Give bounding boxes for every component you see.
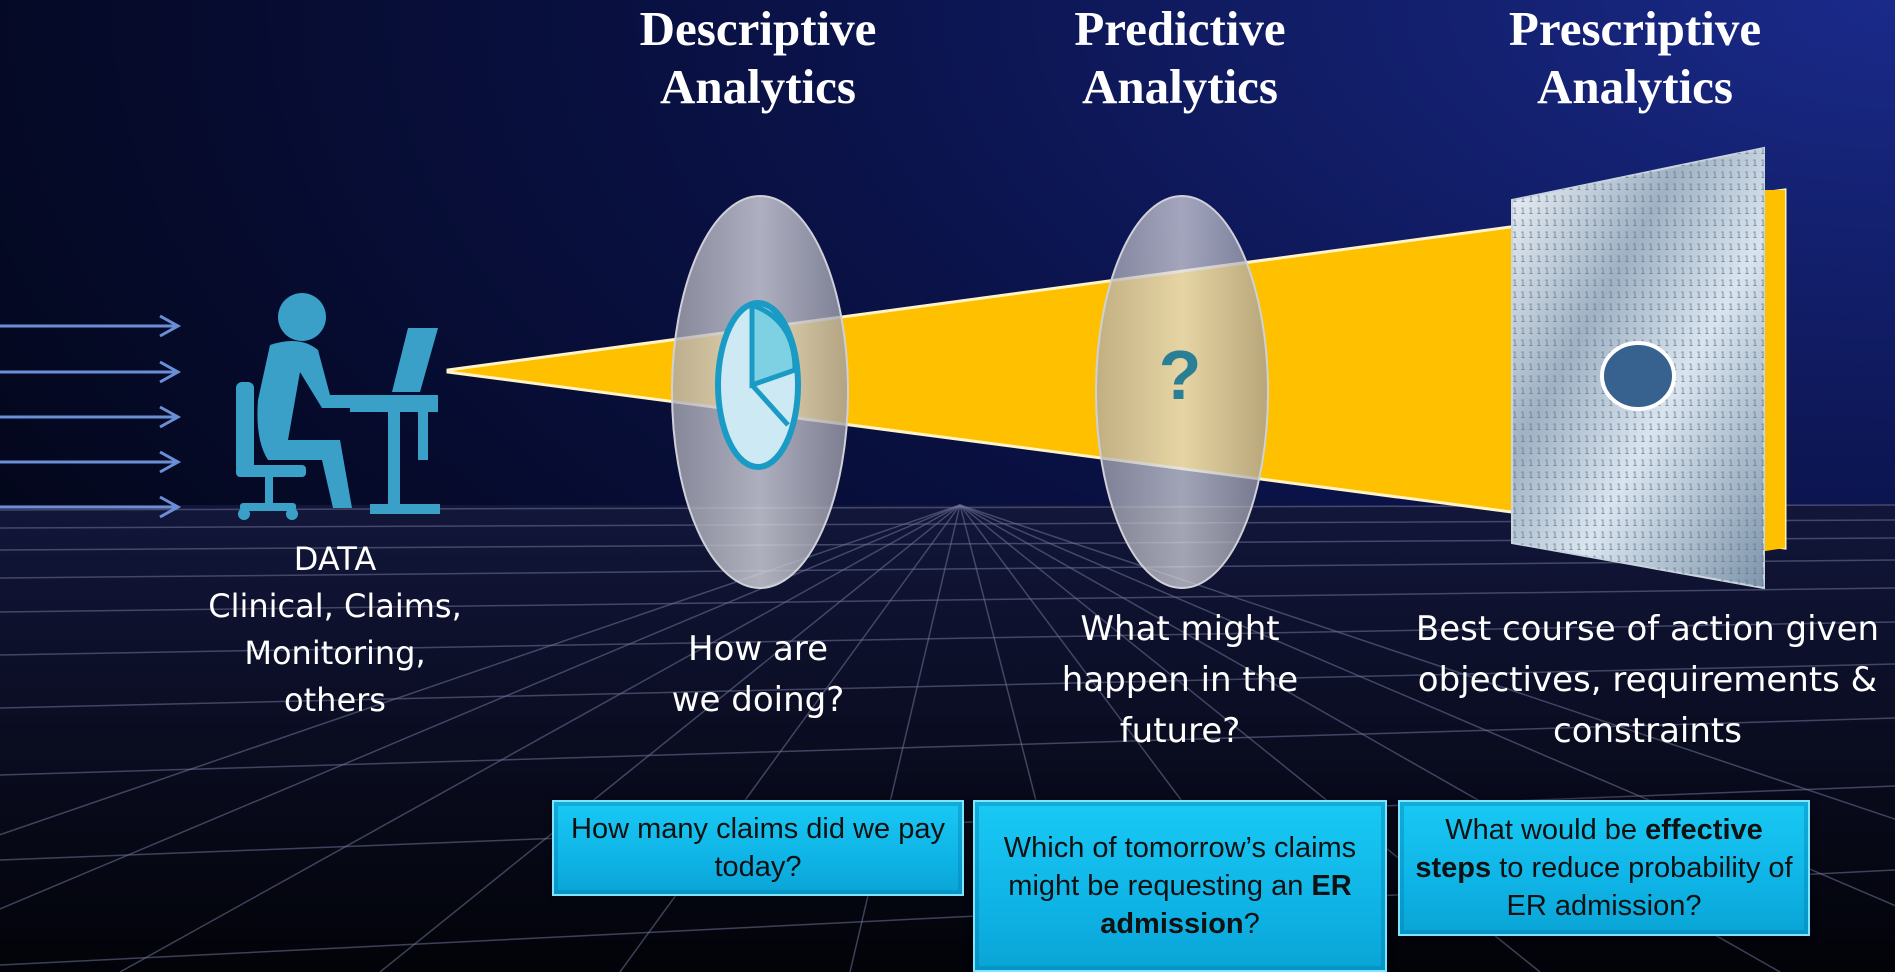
- descriptive-title: Descriptive Analytics: [548, 0, 968, 116]
- descriptive-title-line2: Analytics: [660, 59, 856, 114]
- descriptive-example-box: How many claims did we pay today?: [552, 800, 964, 896]
- input-arrows: [0, 314, 182, 519]
- prescriptive-caption: Best course of action given objectives, …: [1400, 604, 1895, 757]
- predictive-title-line2: Analytics: [1082, 59, 1278, 114]
- input-arrow-icon: [0, 405, 182, 429]
- data-label: DATA Clinical, Claims, Monitoring, other…: [190, 536, 480, 724]
- pie-chart-icon: [715, 300, 801, 470]
- predictive-title: Predictive Analytics: [970, 0, 1390, 116]
- input-arrow-icon: [0, 360, 182, 384]
- prescriptive-title-line2: Analytics: [1537, 59, 1733, 114]
- predictive-lens: [1095, 195, 1269, 589]
- prescriptive-title: Prescriptive Analytics: [1425, 0, 1845, 116]
- prescriptive-example-text: What would be effective steps to reduce …: [1415, 814, 1793, 922]
- caption-line: future?: [1119, 711, 1241, 751]
- input-arrow-icon: [0, 450, 182, 474]
- data-label-line: Monitoring,: [244, 634, 426, 672]
- caption-line: How are: [688, 629, 828, 669]
- predictive-title-line1: Predictive: [1074, 1, 1286, 56]
- prescriptive-example-box: What would be effective steps to reduce …: [1398, 800, 1810, 936]
- caption-line: we doing?: [671, 680, 845, 720]
- descriptive-caption: How are we doing?: [608, 624, 908, 726]
- data-label-line: DATA: [293, 540, 377, 578]
- caption-line: constraints: [1553, 711, 1742, 751]
- caption-line: objectives, requirements &: [1417, 660, 1878, 700]
- input-arrow-icon: [0, 495, 182, 519]
- predictive-caption: What might happen in the future?: [1030, 604, 1330, 757]
- caption-line: happen in the: [1061, 660, 1299, 700]
- data-label-line: Clinical, Claims,: [208, 587, 462, 625]
- binary-screen-icon: [1511, 146, 1785, 590]
- person-at-laptop-icon: [236, 293, 440, 520]
- prescriptive-title-line1: Prescriptive: [1508, 1, 1762, 56]
- predictive-example-box: Which of tomorrow’s claims might be requ…: [973, 800, 1387, 972]
- descriptive-title-line1: Descriptive: [639, 1, 877, 56]
- caption-line: What might: [1080, 609, 1280, 649]
- input-arrow-icon: [0, 314, 182, 338]
- predictive-example-text: Which of tomorrow’s claims might be requ…: [1003, 832, 1357, 940]
- caption-line: Best course of action given: [1415, 609, 1880, 649]
- question-icon: ?: [1158, 336, 1202, 414]
- data-label-line: others: [284, 681, 386, 719]
- descriptive-example-text: How many claims did we pay today?: [571, 813, 945, 883]
